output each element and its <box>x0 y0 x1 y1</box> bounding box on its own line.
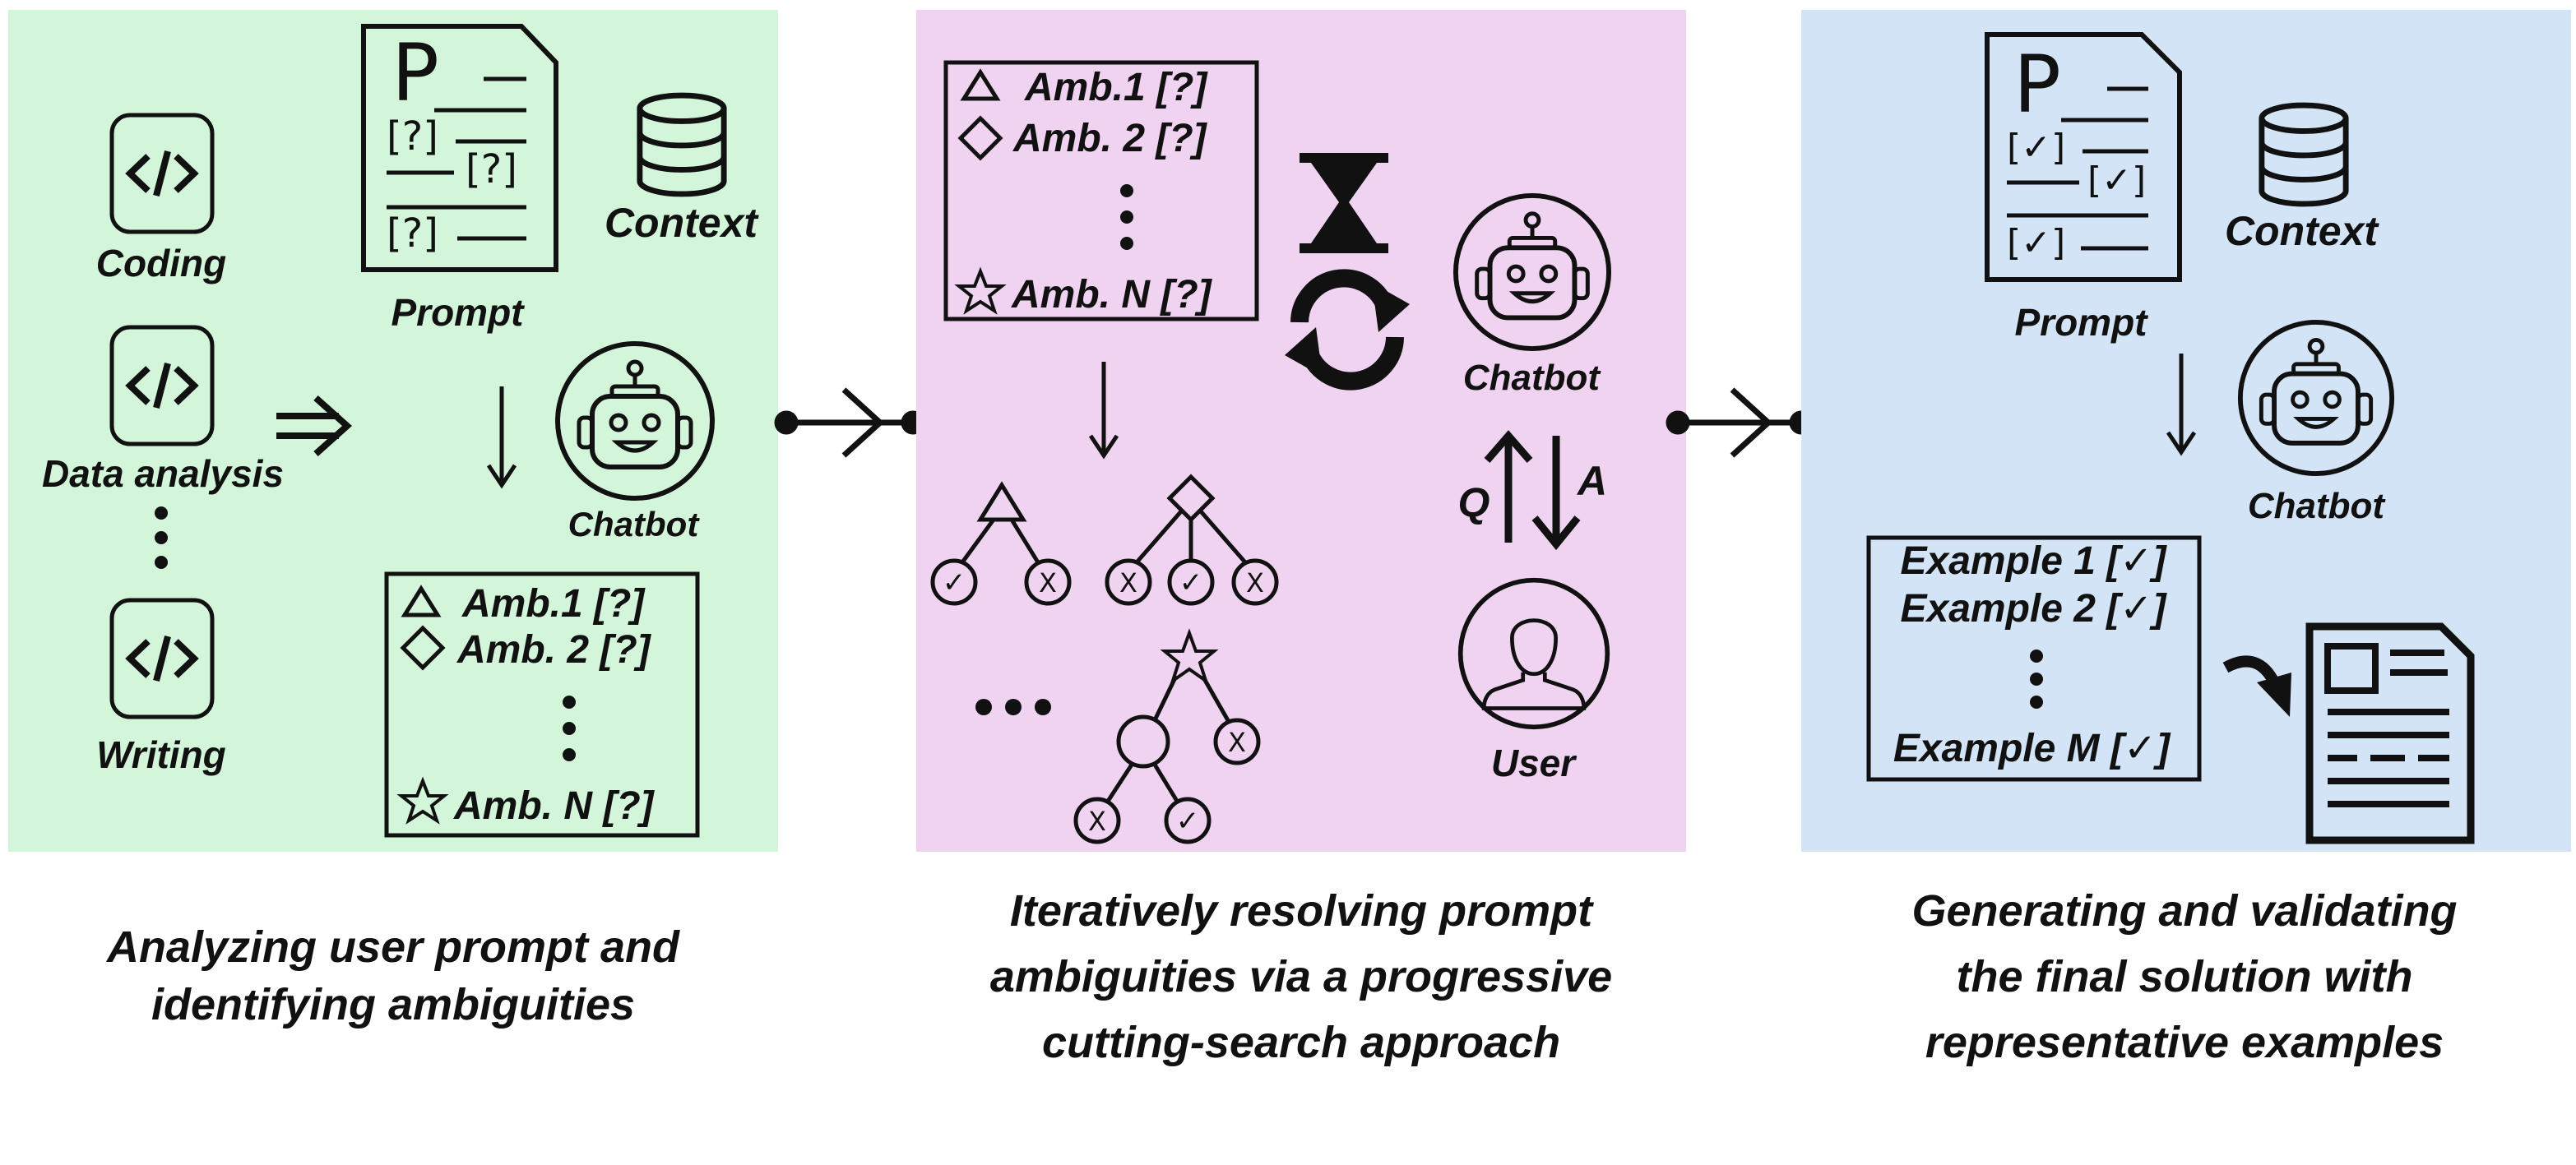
node-check: ✓ <box>1167 558 1215 606</box>
ambiguity-list: Amb.1 [?] Amb. 2 [?] Amb. N [?] <box>943 60 1259 321</box>
search-tree: ✓ X <box>930 481 1072 606</box>
panel-generate: P [✓] [✓] [✓] Prompt Context Chatbot Exa… <box>1801 10 2571 852</box>
arrow-down-icon <box>486 386 517 489</box>
ambiguity-list: Amb.1 [?] Amb. 2 [?] Amb. N [?] <box>384 571 700 838</box>
task-coding-label: Coding <box>96 242 226 284</box>
chatbot-label: Chatbot <box>2248 486 2387 526</box>
example-item: Example 1 [✓] <box>1901 539 2168 583</box>
svg-text:X: X <box>1039 567 1057 599</box>
prompt-letter: P <box>391 27 439 119</box>
node-cross: X <box>1024 558 1072 606</box>
prompt-mark-1: [✓] <box>2007 127 2065 169</box>
svg-text:X: X <box>1246 567 1264 599</box>
svg-text:Iteratively resolving prompt: Iteratively resolving prompt <box>1010 886 1594 936</box>
node-cross: X <box>1073 797 1121 844</box>
vertical-ellipsis-icon <box>563 696 576 761</box>
double-arrow-icon <box>276 395 352 456</box>
star-icon <box>954 266 1007 315</box>
connector-arrow <box>1666 387 1814 458</box>
svg-text:X: X <box>1088 806 1106 837</box>
prompt-mark-2: [✓] <box>2087 159 2146 201</box>
prompt-label: Prompt <box>2015 301 2149 344</box>
prompt-label: Prompt <box>391 291 526 334</box>
chatbot-label: Chatbot <box>1463 358 1602 398</box>
ambiguity-item: Amb.1 [?] <box>1024 66 1208 109</box>
diamond-icon <box>957 115 1003 161</box>
svg-text:cutting-search approach: cutting-search approach <box>1042 1018 1560 1067</box>
horizontal-ellipsis-icon <box>975 699 1051 715</box>
svg-text:✓: ✓ <box>943 566 966 599</box>
vertical-ellipsis-icon <box>1120 184 1133 250</box>
example-item: Example 2 [✓] <box>1901 587 2168 631</box>
ambiguity-item: Amb. N [?] <box>1011 273 1213 317</box>
node-cross: X <box>1231 558 1279 606</box>
caption-panel2: Iteratively resolving prompt ambiguities… <box>990 886 1612 1067</box>
triangle-icon <box>960 68 1001 101</box>
node-open <box>1116 714 1170 769</box>
arrow-down-icon <box>2166 354 2197 456</box>
vertical-ellipsis-icon <box>155 506 168 569</box>
prompt-document-icon: P [✓] [✓] [✓] <box>1985 32 2182 282</box>
task-data-analysis-label: Data analysis <box>42 452 284 495</box>
chatbot-label: Chatbot <box>568 505 701 543</box>
svg-text:✓: ✓ <box>1176 805 1200 838</box>
prompt-document-icon: P [?] [?] [?] <box>361 24 558 272</box>
ambiguity-item: Amb. 2 [?] <box>1012 117 1208 160</box>
user-label: User <box>1491 742 1577 784</box>
diamond-icon <box>400 625 446 671</box>
node-check: ✓ <box>930 558 978 606</box>
panel-resolve: Amb.1 [?] Amb. 2 [?] Amb. N [?] Chatbot <box>916 10 1686 852</box>
svg-text:Generating and validating: Generating and validating <box>1911 886 2457 936</box>
panel-analyze: Coding Data analysis Writing P [?] [?] [… <box>8 10 778 852</box>
document-icon <box>2305 622 2475 844</box>
svg-text:✓: ✓ <box>1179 566 1203 599</box>
triangle-icon <box>976 481 1027 522</box>
caption-panel3: Generating and validating the final solu… <box>1911 886 2457 1067</box>
prompt-mark-1: [?] <box>387 113 438 159</box>
curved-arrow-icon <box>2222 655 2291 717</box>
prompt-mark-2: [?] <box>466 146 517 192</box>
prompt-letter: P <box>2013 39 2061 131</box>
star-icon <box>1160 628 1219 686</box>
triangle-icon <box>401 585 442 617</box>
arrow-down-icon <box>1088 362 1119 460</box>
svg-text:X: X <box>1119 567 1137 599</box>
ambiguity-item: Amb. 2 [?] <box>456 628 652 672</box>
star-icon <box>396 776 449 825</box>
example-item: Example M [✓] <box>1893 727 2171 770</box>
search-tree: X X ✓ <box>1073 628 1261 844</box>
vertical-ellipsis-icon <box>2030 650 2043 709</box>
svg-text:ambiguities via a progressive: ambiguities via a progressive <box>990 952 1612 1001</box>
ambiguity-item: Amb. N [?] <box>453 784 656 828</box>
answer-label: A <box>1576 458 1607 504</box>
question-label: Q <box>1458 479 1490 525</box>
hourglass-icon <box>1300 153 1388 253</box>
svg-text:identifying ambiguities: identifying ambiguities <box>151 980 635 1029</box>
svg-text:Analyzing user prompt and: Analyzing user prompt and <box>105 922 680 972</box>
context-label: Context <box>2225 208 2379 254</box>
svg-text:representative examples: representative examples <box>1925 1018 2444 1067</box>
context-label: Context <box>605 200 759 246</box>
node-cross: X <box>1213 718 1261 765</box>
search-tree: X ✓ X <box>1105 474 1279 606</box>
svg-text:X: X <box>1228 727 1246 758</box>
node-cross: X <box>1105 558 1152 606</box>
task-writing-label: Writing <box>96 733 226 776</box>
example-list: Example 1 [✓] Example 2 [✓] Example M [✓… <box>1866 535 2202 782</box>
prompt-mark-3: [?] <box>387 210 438 257</box>
caption-panel1: Analyzing user prompt and identifying am… <box>105 922 680 1029</box>
question-arrow-icon <box>1484 430 1533 543</box>
connector-arrow <box>774 387 925 458</box>
prompt-mark-3: [✓] <box>2007 222 2065 264</box>
answer-arrow-icon <box>1531 436 1581 551</box>
ambiguity-item: Amb.1 [?] <box>461 582 646 626</box>
panel3-background <box>1801 10 2571 852</box>
svg-text:the final solution with: the final solution with <box>1957 952 2413 1001</box>
node-check: ✓ <box>1164 797 1212 844</box>
